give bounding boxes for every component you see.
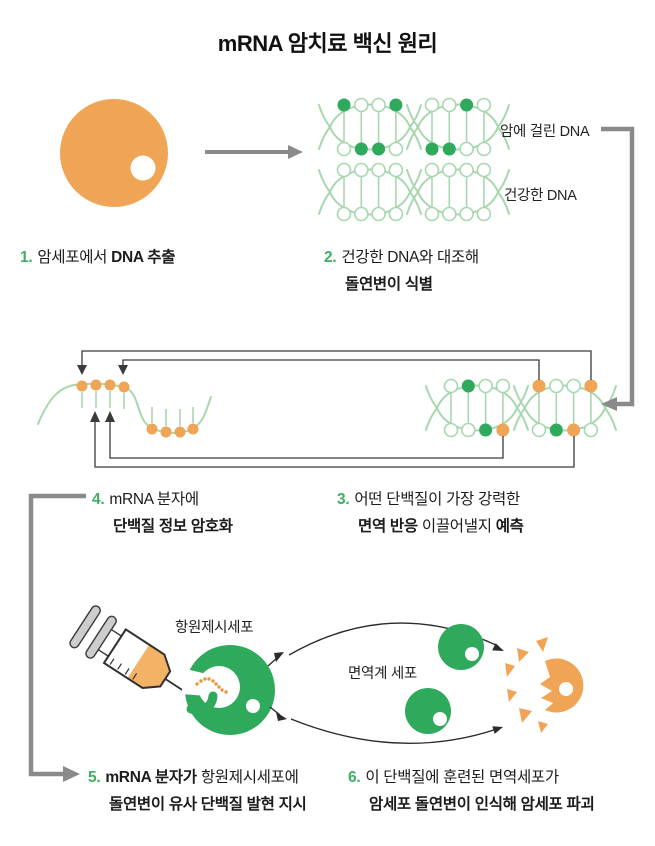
- step-6-number: 6.: [348, 769, 361, 786]
- immune-cells-label: 면역계 세포: [348, 666, 417, 682]
- step-6-caption: 6.이 단백질에 훈련된 면역세포가 암세포 돌연변이 인식해 암세포 파괴: [348, 769, 595, 813]
- destroyed-cancer-cell: [505, 637, 584, 733]
- healthy-dna-helix: [318, 162, 510, 222]
- step-4-number: 4.: [92, 491, 105, 508]
- healthy-dna-label: 건강한 DNA: [504, 188, 577, 204]
- step-4-caption: 4.mRNA 분자에 단백질 정보 암호화: [92, 491, 233, 535]
- flow-connector-left: [28, 493, 86, 782]
- extract-arrow-icon: [205, 145, 303, 159]
- immune-cell: [405, 688, 451, 734]
- step-5-caption: 5.mRNA 분자가 항원제시세포에 돌연변이 유사 단백질 발현 지시: [88, 769, 307, 813]
- antigen-presenting-cell-label: 항원제시세포: [175, 620, 254, 636]
- immune-cell: [438, 624, 484, 670]
- step-3-number: 3.: [337, 491, 350, 508]
- flow-connector-right: [601, 126, 635, 411]
- step-1-caption: 1.암세포에서 DNA 추출: [20, 249, 176, 266]
- mutation-mapping-lines: [77, 350, 592, 468]
- step-2-caption: 2.건강한 DNA와 대조해 돌연변이 식별: [324, 249, 479, 293]
- cancer-dna-label: 암에 걸린 DNA: [500, 124, 590, 140]
- antigen-presenting-cell: [182, 645, 275, 735]
- cancer-cell-illustration: [60, 99, 168, 207]
- step-3-caption: 3.어떤 단백질이 가장 강력한 면역 반응 이끌어낼지 예측: [337, 491, 524, 535]
- step-1-number: 1.: [20, 249, 33, 266]
- cancer-dna-helix: [318, 97, 510, 157]
- mrna-strand: [37, 379, 212, 438]
- page-title: mRNA 암치료 백신 원리: [217, 31, 438, 56]
- syringe-icon: [69, 605, 194, 698]
- template-dna-helix: [425, 378, 617, 438]
- step-5-number: 5.: [88, 769, 101, 786]
- step-2-number: 2.: [324, 249, 337, 266]
- mrna-particles: [195, 677, 228, 694]
